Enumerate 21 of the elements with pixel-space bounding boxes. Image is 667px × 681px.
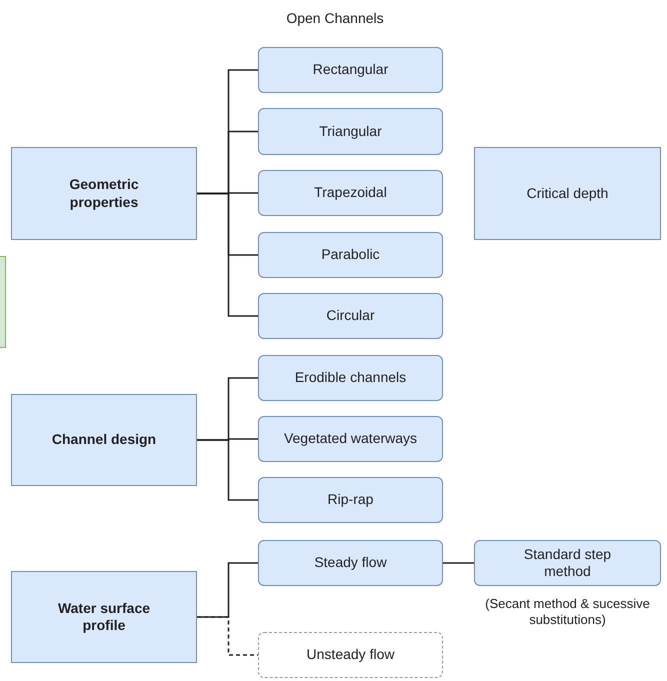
topic-box: Steady flow — [258, 540, 443, 586]
category-box: Water surface profile — [11, 571, 197, 663]
topic-box: Rectangular — [258, 47, 443, 93]
note-text: (Secant method & sucessive substitutions) — [484, 596, 651, 628]
topic-box: Standard step method — [474, 540, 661, 586]
connector-line — [197, 439, 258, 501]
diagram-title: Open Channels — [285, 9, 385, 28]
topic-box: Critical depth — [474, 147, 661, 240]
topic-box: Circular — [258, 293, 443, 339]
category-box: Geometric properties — [11, 147, 197, 240]
topic-box: Vegetated waterways — [258, 416, 443, 462]
optional-topic-box: Unsteady flow — [258, 632, 443, 678]
category-box: Channel design — [11, 394, 197, 486]
connector-line — [197, 192, 258, 317]
connector-line — [443, 562, 474, 564]
connector-line — [197, 616, 258, 656]
topic-box: Parabolic — [258, 232, 443, 278]
topic-box: Rip-rap — [258, 477, 443, 523]
topic-box: Triangular — [258, 108, 443, 155]
topic-box: Erodible channels — [258, 355, 443, 401]
topic-box: Trapezoidal — [258, 170, 443, 216]
